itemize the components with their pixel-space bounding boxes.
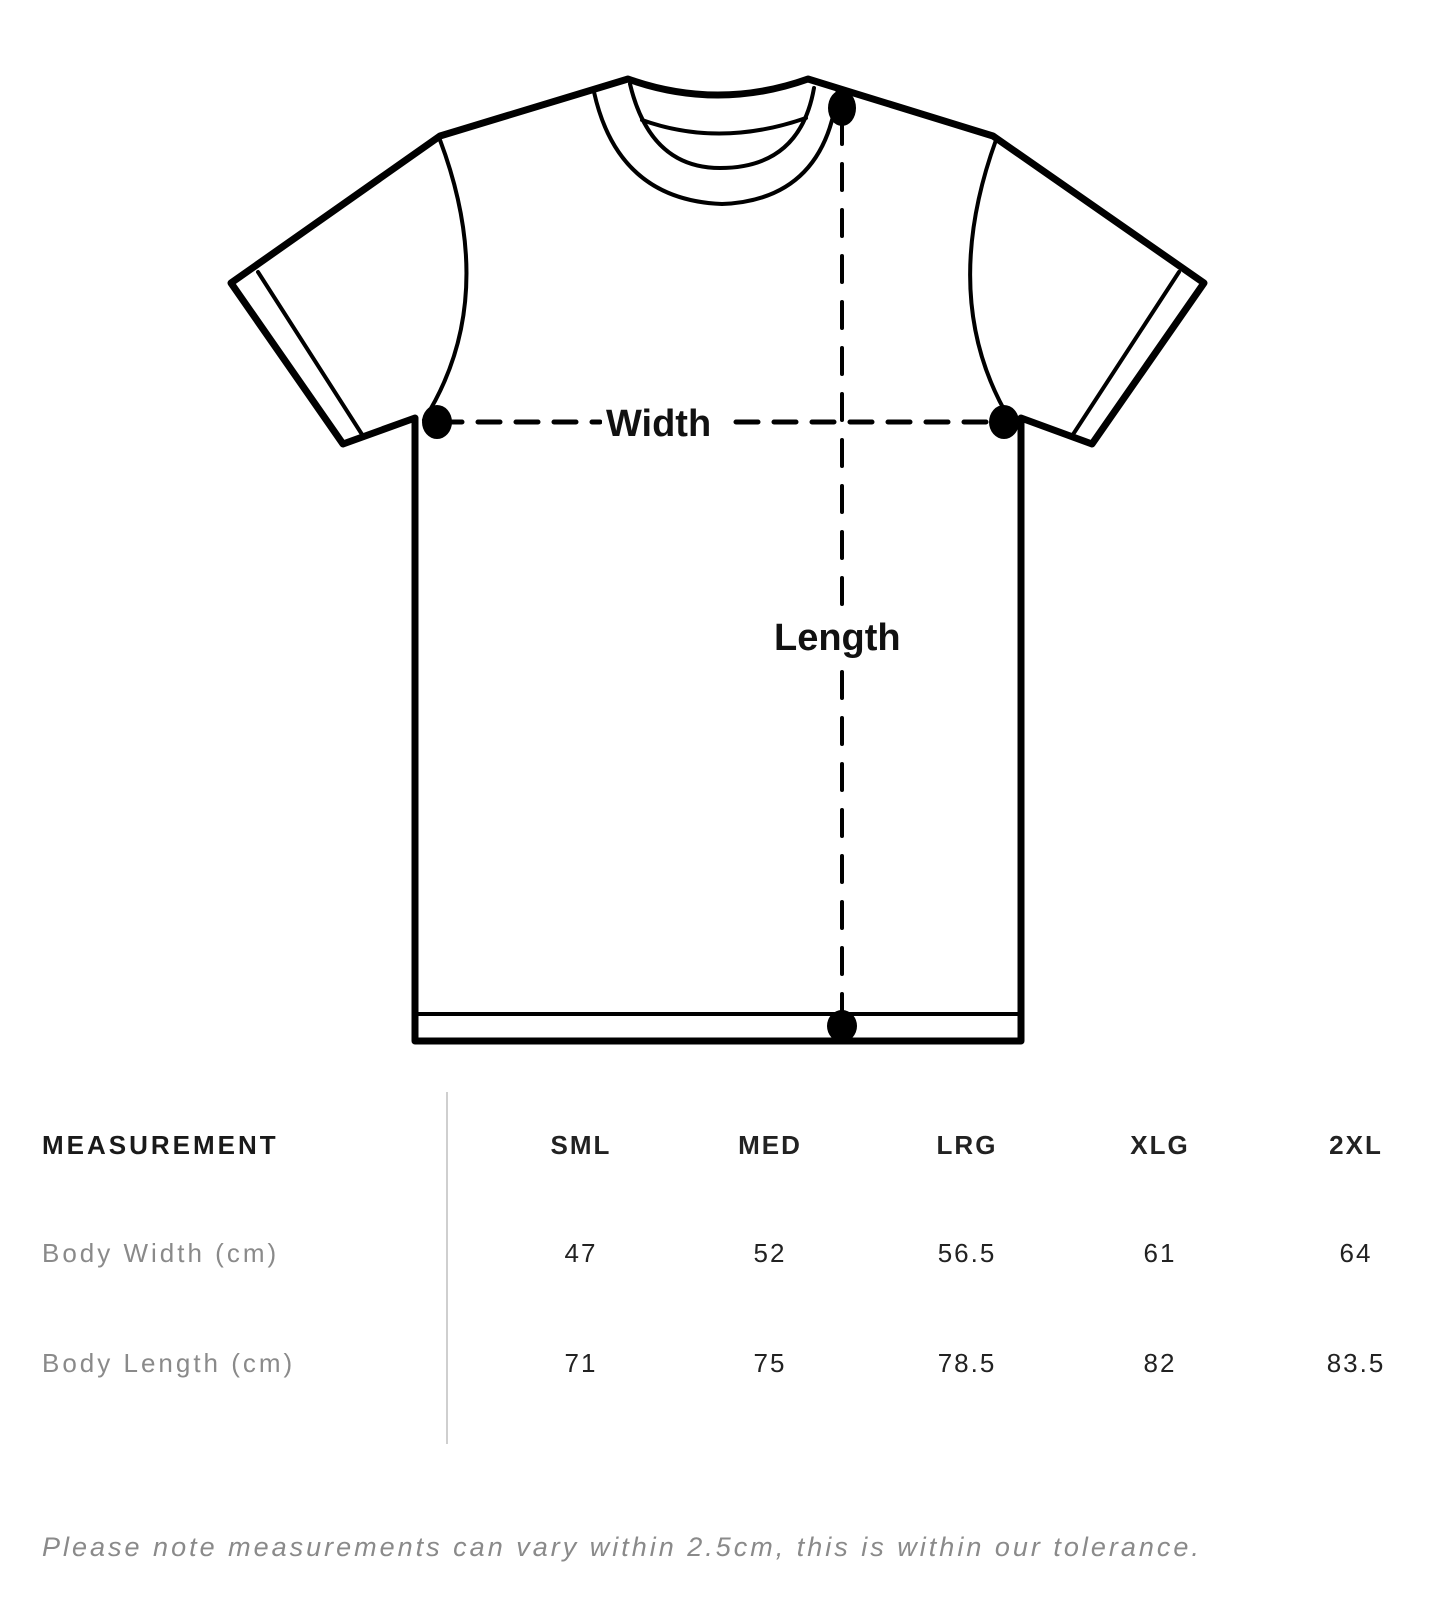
tshirt-outline-icon bbox=[227, 75, 1208, 1045]
tolerance-note: Please note measurements can vary within… bbox=[42, 1532, 1202, 1562]
size-header-xlg: XLG bbox=[1130, 1130, 1190, 1160]
table-cell: 61 bbox=[1143, 1238, 1177, 1268]
table-cell: 47 bbox=[564, 1238, 598, 1268]
table-cell: 83.5 bbox=[1326, 1348, 1386, 1378]
column-divider bbox=[446, 1092, 448, 1444]
table-cell: 52 bbox=[753, 1238, 787, 1268]
table-cell: 71 bbox=[564, 1348, 598, 1378]
table-cell: 64 bbox=[1339, 1238, 1373, 1268]
table-cell: 82 bbox=[1143, 1348, 1177, 1378]
size-header-sml: SML bbox=[550, 1130, 612, 1160]
table-cell: 78.5 bbox=[937, 1348, 997, 1378]
size-header-2xl: 2XL bbox=[1329, 1130, 1383, 1160]
tshirt-diagram: Width Length bbox=[227, 75, 1208, 1045]
size-header-med: MED bbox=[738, 1130, 802, 1160]
table-cell: 56.5 bbox=[937, 1238, 997, 1268]
measurement-header: MEASUREMENT bbox=[42, 1130, 279, 1160]
size-header-lrg: LRG bbox=[936, 1130, 998, 1160]
row-label-body-length: Body Length (cm) bbox=[42, 1348, 296, 1378]
row-label-body-width: Body Width (cm) bbox=[42, 1238, 280, 1268]
table-cell: 75 bbox=[753, 1348, 787, 1378]
size-chart-table: MEASUREMENT SML MED LRG XLG 2XL Body Wid… bbox=[0, 1092, 1445, 1452]
width-label: Width bbox=[602, 404, 716, 444]
length-label: Length bbox=[770, 618, 905, 658]
